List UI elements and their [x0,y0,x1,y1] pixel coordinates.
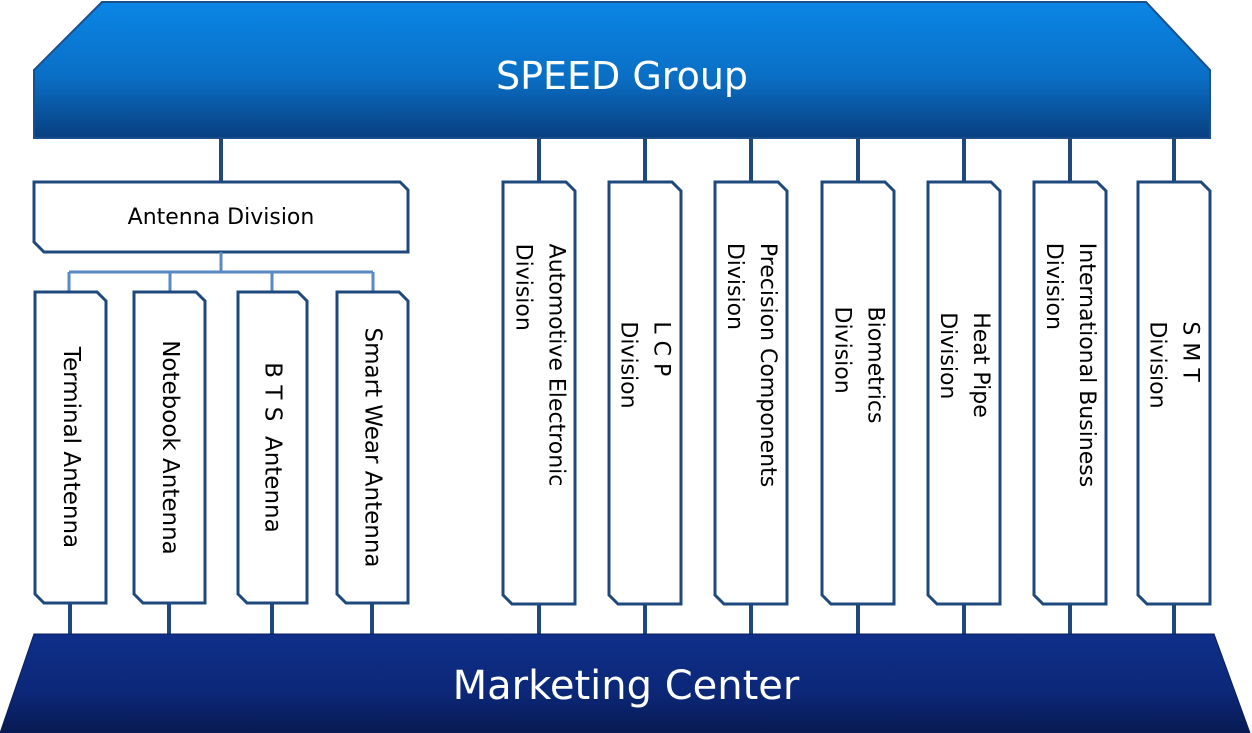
antenna-connectors [67,252,375,292]
terminal-antenna-label: Terminal Antenna [35,292,106,603]
smart-wear-antenna-text: Smart Wear Antenna [360,327,386,568]
bottom-banner [0,633,1251,733]
notebook-antenna-box [132,290,207,605]
heat-pipe-division-label: Heat Pipe Division [928,182,1000,604]
smart-wear-antenna-box [335,290,410,605]
lcp-division-box [607,180,683,606]
terminal-antenna-text: Terminal Antenna [58,346,84,549]
international-division-label: International Business Division [1034,182,1106,604]
international-line1: International Business [1074,242,1100,488]
automotive-division-box [501,180,577,606]
biometrics-line1: Biometrics [862,306,888,424]
biometrics-division-label: Biometrics Division [822,182,894,604]
biometrics-division-box [820,180,896,606]
heat-pipe-line2: Division [935,312,961,400]
bts-antenna-text: B T S Antenna [260,362,286,533]
precision-division-label: Precision Components Division [715,182,787,604]
international-division-box [1032,180,1108,606]
smt-division-label: S M T Division [1138,182,1210,604]
international-line2: Division [1041,242,1067,330]
bts-antenna-label: B T S Antenna [238,292,307,603]
precision-line1: Precision Components [755,242,780,488]
smart-wear-antenna-label: Smart Wear Antenna [337,292,408,603]
heat-pipe-division-box [926,180,1002,606]
terminal-antenna-box [33,290,108,605]
precision-division-box [713,180,789,606]
heat-pipe-line1: Heat Pipe [968,312,994,418]
smt-line1: S M T [1178,321,1204,382]
antenna-division-box [32,180,410,254]
lcp-line1: L C P [649,321,675,377]
top-banner [33,0,1211,139]
automotive-line1: Automotive Electronic [543,243,569,487]
lcp-line2: Division [616,321,642,409]
smt-division-box [1136,180,1212,606]
automotive-division-label: Automotive Electronic Division [503,182,575,604]
smt-line2: Division [1145,321,1171,409]
automotive-line2: Division [510,243,536,331]
biometrics-line2: Division [829,306,855,394]
bottom-connectors [68,603,1176,634]
lcp-division-label: L C P Division [609,182,681,604]
top-connectors [219,138,1176,182]
notebook-antenna-text: Notebook Antenna [157,340,184,555]
bts-antenna-box [236,290,309,605]
precision-line2: Division [722,242,747,330]
notebook-antenna-label: Notebook Antenna [134,292,205,603]
